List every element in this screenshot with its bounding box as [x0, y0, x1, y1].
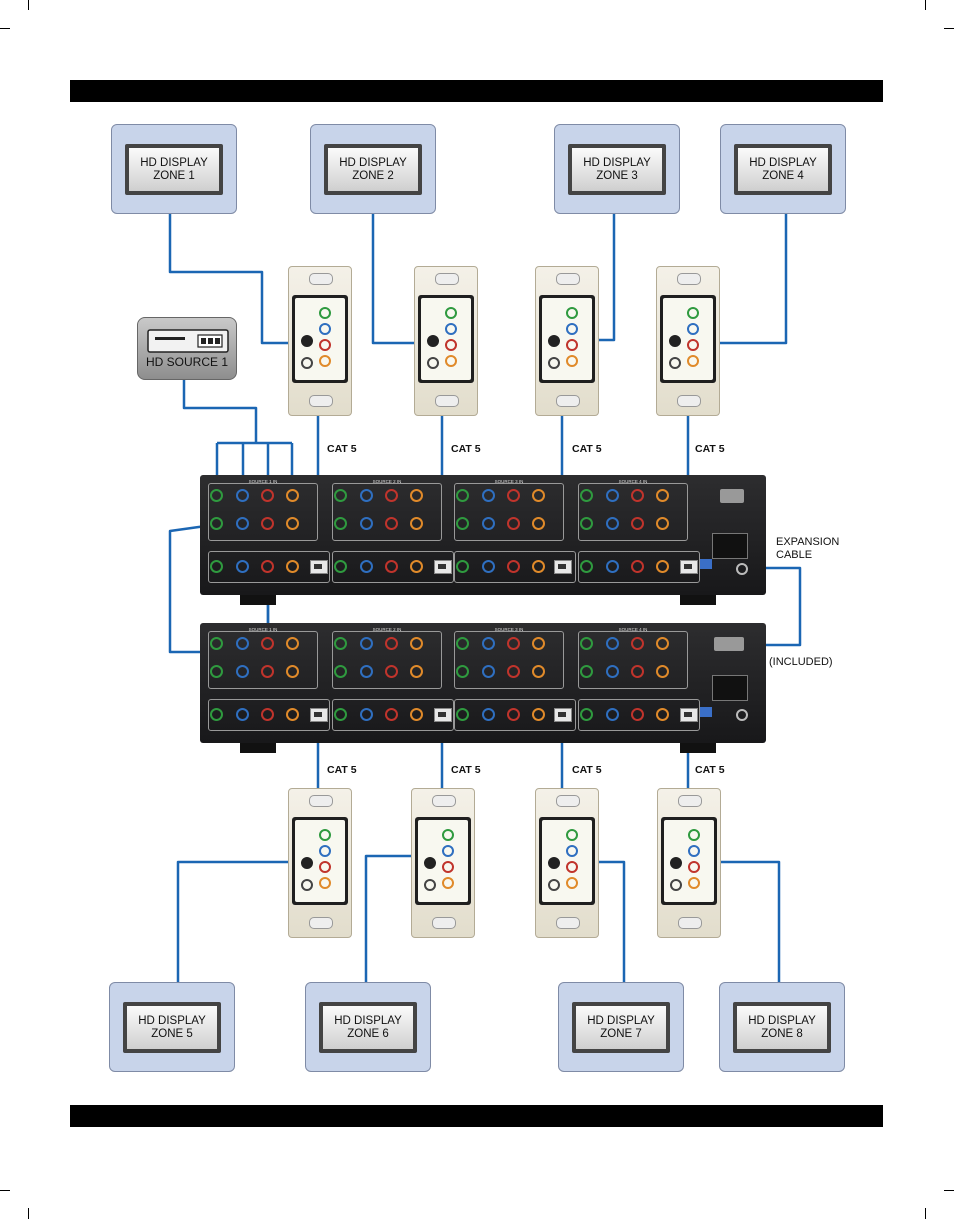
wall-plate-zone-8	[657, 788, 721, 938]
source-label: HD SOURCE 1	[145, 355, 228, 369]
crop-mark	[28, 1208, 29, 1219]
source-1-in-section: SOURCE 1 IN	[208, 627, 318, 689]
wall-plate-zone-4	[656, 266, 720, 416]
crop-mark	[0, 1190, 10, 1191]
cat5-label: CAT 5	[695, 443, 725, 455]
cat5-label: CAT 5	[572, 764, 602, 776]
zone-8-out-section	[578, 699, 700, 731]
matrix-switcher-unit-1: SOURCE 1 IN SOURCE 2 IN SOURCE 3 IN SOUR…	[200, 475, 766, 605]
zone-2-out-section	[332, 551, 454, 583]
crop-mark	[944, 28, 954, 29]
cat5-label: CAT 5	[695, 764, 725, 776]
footer-bar	[70, 1105, 883, 1127]
source-4-in-section: SOURCE 4 IN	[578, 627, 688, 689]
cat5-label: CAT 5	[327, 764, 357, 776]
source-2-in-section: SOURCE 2 IN	[332, 627, 442, 689]
wall-plate-zone-7	[535, 788, 599, 938]
cat5-label: CAT 5	[572, 443, 602, 455]
wall-plate-zone-5	[288, 788, 352, 938]
dvd-player-icon	[147, 329, 229, 353]
wall-plate-zone-1	[288, 266, 352, 416]
wall-plate-zone-3	[535, 266, 599, 416]
crop-mark	[944, 1190, 954, 1191]
crop-mark	[0, 28, 10, 29]
crop-mark	[28, 0, 29, 10]
wall-plate-zone-6	[411, 788, 475, 938]
zone-1-out-section	[208, 551, 330, 583]
wall-plate-zone-2	[414, 266, 478, 416]
cat5-label: CAT 5	[451, 764, 481, 776]
matrix-switcher-unit-2: SOURCE 1 IN SOURCE 2 IN SOURCE 3 IN SOUR…	[200, 623, 766, 753]
expansion-cable-label: EXPANSION CABLE	[776, 536, 840, 561]
crop-mark	[925, 1208, 926, 1219]
hd-source-1: HD SOURCE 1	[137, 317, 237, 380]
crop-mark	[925, 0, 926, 10]
cat5-label: CAT 5	[327, 443, 357, 455]
source-3-in-section: SOURCE 3 IN	[454, 479, 564, 541]
included-label: (INCLUDED)	[769, 656, 833, 668]
zone-4-out-section	[578, 551, 700, 583]
cat5-label: CAT 5	[451, 443, 481, 455]
zone-6-out-section	[332, 699, 454, 731]
source-4-in-section: SOURCE 4 IN	[578, 479, 688, 541]
zone-3-out-section	[454, 551, 576, 583]
header-bar	[70, 80, 883, 102]
source-1-in-section: SOURCE 1 IN	[208, 479, 318, 541]
zone-5-out-section	[208, 699, 330, 731]
source-3-in-section: SOURCE 3 IN	[454, 627, 564, 689]
zone-7-out-section	[454, 699, 576, 731]
source-2-in-section: SOURCE 2 IN	[332, 479, 442, 541]
